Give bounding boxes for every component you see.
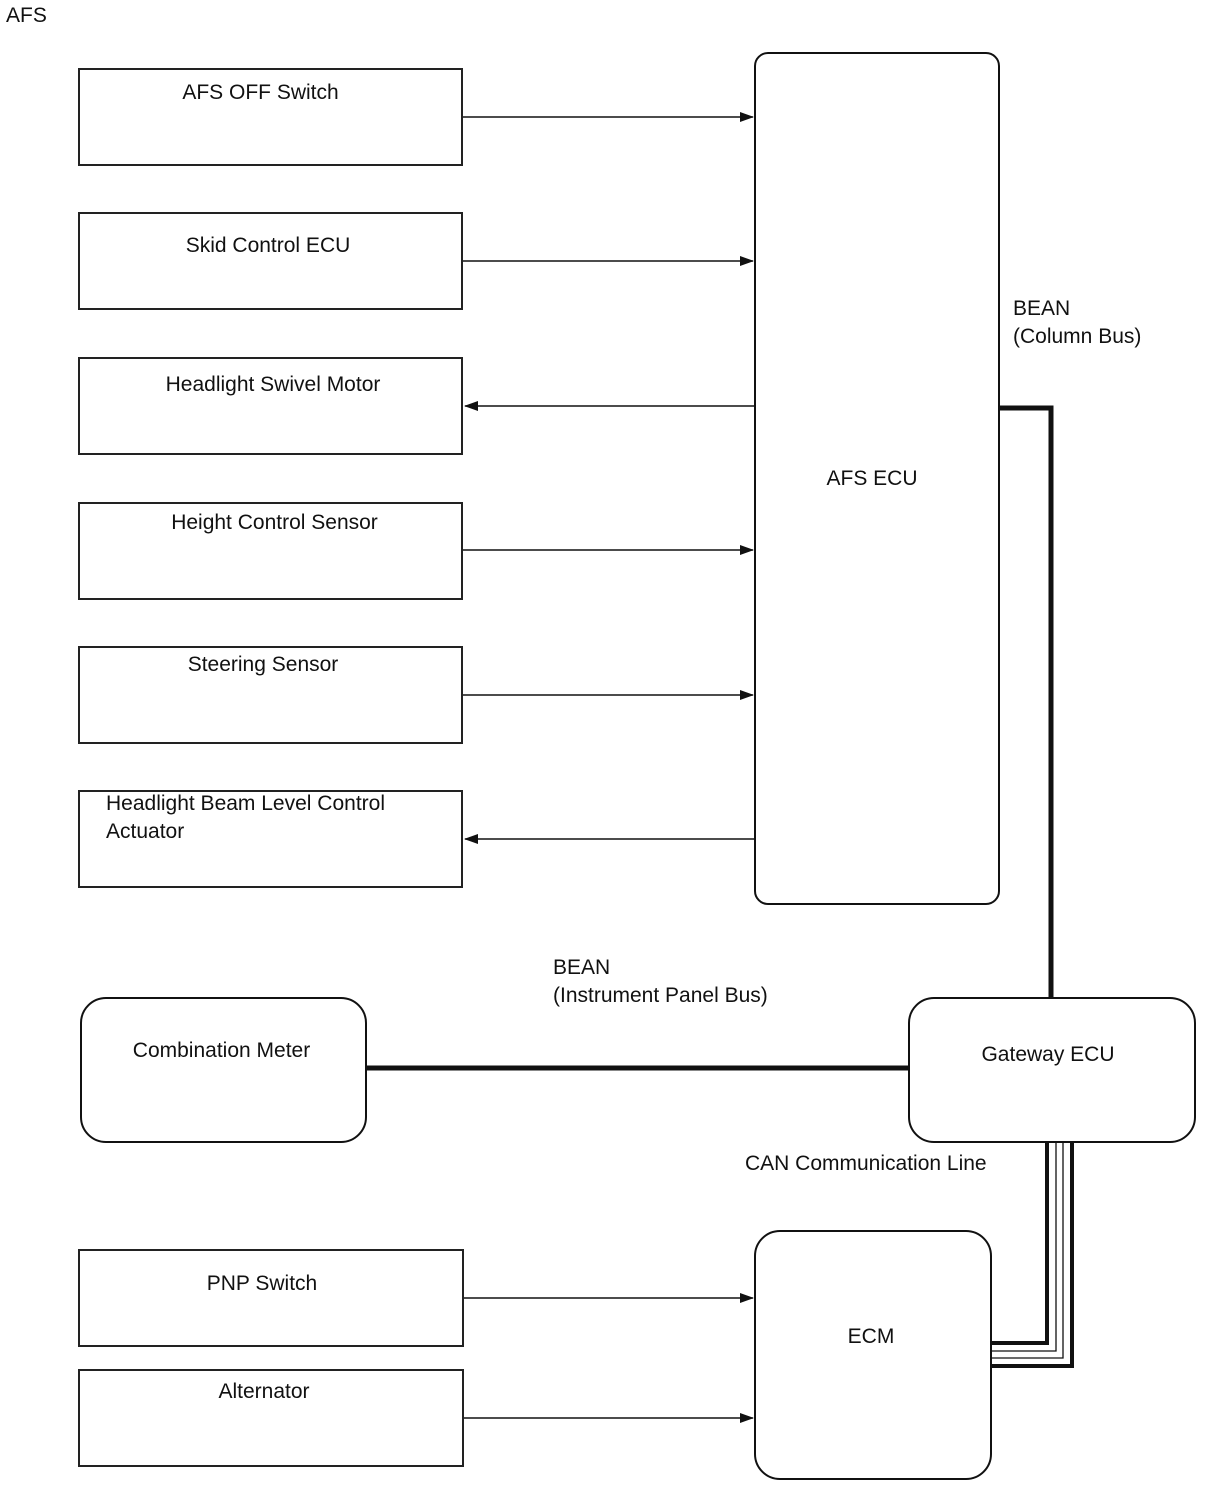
- alternator-box: [78, 1369, 464, 1467]
- afs-ecu-box: [754, 52, 1000, 905]
- headlight-beam-actuator-label: Headlight Beam Level Control Actuator: [106, 792, 385, 843]
- afs-ecu-label: AFS ECU: [826, 467, 918, 490]
- can-line-inner-b: [991, 1143, 1064, 1359]
- headlight-beam-actuator-box: [78, 790, 463, 888]
- gateway-ecu-box: [908, 997, 1196, 1143]
- ecm-label: ECM: [847, 1325, 895, 1348]
- can-line-outer-b: [991, 1143, 1074, 1368]
- instrument-panel-bus-label: BEAN (Instrument Panel Bus): [553, 956, 768, 1007]
- alternator-label: Alternator: [218, 1380, 310, 1403]
- column-bus-line: [999, 405, 1054, 998]
- can-line-label: CAN Communication Line: [745, 1152, 987, 1175]
- steering-sensor-label: Steering Sensor: [187, 653, 339, 676]
- can-line-outer-a: [991, 1143, 1049, 1345]
- afs-off-switch-label: AFS OFF Switch: [182, 81, 339, 104]
- column-bus-label: BEAN (Column Bus): [1013, 297, 1142, 348]
- skid-control-ecu-label: Skid Control ECU: [185, 234, 351, 257]
- height-control-sensor-box: [78, 502, 463, 600]
- pnp-switch-label: PNP Switch: [206, 1272, 318, 1295]
- headlight-swivel-motor-box: [78, 357, 463, 455]
- skid-control-ecu-box: [78, 212, 463, 310]
- height-control-sensor-label: Height Control Sensor: [171, 511, 378, 534]
- afs-off-switch-box: [78, 68, 463, 166]
- diagram-title: AFS: [6, 4, 47, 27]
- ecm-box: [754, 1230, 992, 1480]
- headlight-swivel-motor-label: Headlight Swivel Motor: [165, 373, 381, 396]
- combination-meter-box: [80, 997, 367, 1143]
- steering-sensor-box: [78, 646, 463, 744]
- combination-meter-label: Combination Meter: [132, 1039, 311, 1062]
- pnp-switch-box: [78, 1249, 464, 1347]
- can-line-inner-a: [991, 1143, 1057, 1352]
- gateway-ecu-label: Gateway ECU: [981, 1043, 1115, 1066]
